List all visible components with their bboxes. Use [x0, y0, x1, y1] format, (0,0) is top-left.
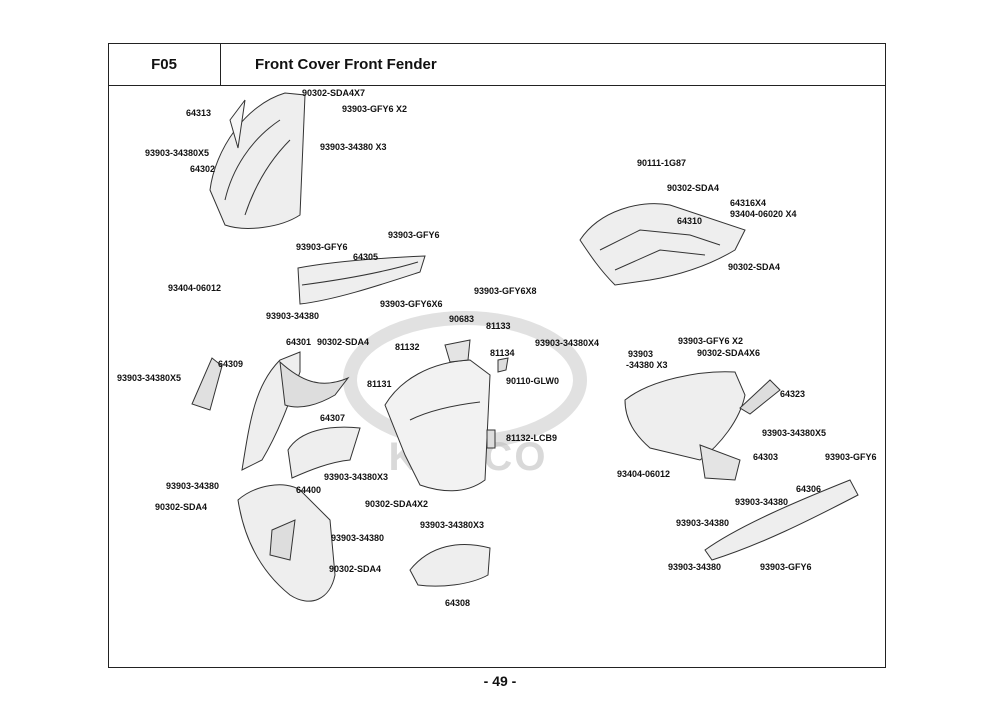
- part-label: 93903-GFY6: [825, 452, 877, 462]
- part-label: 93903-34380X3: [420, 520, 485, 530]
- part-label: 64301: [286, 337, 312, 347]
- part-label: 64307: [320, 413, 346, 423]
- part-64302-inner-panel: [209, 92, 306, 229]
- part-label: 90302-SDA4X7: [302, 88, 366, 98]
- part-label: 90302-SDA4: [667, 183, 720, 193]
- header-row: [108, 43, 886, 86]
- part-64303-side-cover: [624, 371, 746, 481]
- part-label: 90110-GLW0: [506, 376, 560, 386]
- part-label: 64310: [677, 216, 703, 226]
- part-label: 93903-GFY6X6: [380, 299, 443, 309]
- part-label: 93903-34380X5: [145, 148, 210, 158]
- part-label: 90302-SDA4: [155, 502, 208, 512]
- page-number: - 49 -: [483, 673, 517, 689]
- part-label: 90302-SDA4: [317, 337, 370, 347]
- part-label: 81131: [367, 379, 392, 389]
- part-81131-inner-shield: [384, 339, 491, 492]
- part-label: 64306: [796, 484, 822, 494]
- part-64400-front-fender: [237, 484, 336, 602]
- part-label: 64323: [780, 389, 806, 399]
- part-label: 81133: [486, 321, 511, 331]
- section-code: F05: [108, 43, 221, 86]
- part-label: 64308: [445, 598, 471, 608]
- part-64323: [739, 379, 781, 415]
- part-64306-rear-strip: [704, 479, 859, 561]
- part-label: 93903-34380: [266, 311, 320, 321]
- part-label: 93903-34380: [676, 518, 730, 528]
- part-label: 90302-SDA4X2: [365, 499, 429, 509]
- page-title: Front Cover Front Fender: [255, 56, 437, 73]
- part-label: 93903-34380X5: [117, 373, 182, 383]
- part-label: 93903-34380X5: [762, 428, 827, 438]
- part-label: 81134: [490, 348, 515, 358]
- part-label: 93903-34380 X3: [320, 142, 387, 152]
- part-label: 93903-34380: [331, 533, 385, 543]
- part-label: 90111-1G87: [637, 158, 687, 168]
- part-label: 93903-GFY6 X2: [342, 104, 408, 114]
- part-label: 93903-34380: [735, 497, 789, 507]
- part-64309-emblem: [191, 357, 223, 411]
- part-label: 93903-GFY6X8: [474, 286, 537, 296]
- part-64305-side-strip: [297, 255, 426, 305]
- part-label: 90683: [449, 314, 475, 324]
- part-64301-front-cover: [241, 351, 350, 471]
- part-64310-floor-panel: [579, 203, 746, 286]
- part-label: 93903-GFY6 X2: [678, 336, 744, 346]
- part-label: 93903-GFY6: [296, 242, 348, 252]
- part-label: 64309: [218, 359, 244, 369]
- diagram-frame: [108, 43, 886, 668]
- part-81132-lcb9: [486, 429, 496, 449]
- part-label: 64302: [190, 164, 216, 174]
- part-label: 93903-34380X4: [535, 338, 600, 348]
- part-label: 81132: [395, 342, 420, 352]
- part-81134: [497, 357, 509, 373]
- part-label: 93903-GFY6: [388, 230, 440, 240]
- part-label: 93903-34380: [166, 481, 220, 491]
- part-label: 93404-06012: [168, 283, 222, 293]
- part-label: 93903-34380: [668, 562, 722, 572]
- part-label: 64316X4: [730, 198, 767, 208]
- part-label: 64400: [296, 485, 322, 495]
- part-label: 93903-GFY6: [760, 562, 812, 572]
- part-label: 90302-SDA4X6: [697, 348, 761, 358]
- part-label: 93903: [628, 349, 654, 359]
- part-label: 93404-06020 X4: [730, 209, 797, 219]
- part-label: 90302-SDA4: [329, 564, 382, 574]
- part-label: 81132-LCB9: [506, 433, 558, 443]
- part-label: 90302-SDA4: [728, 262, 781, 272]
- part-label: 64313: [186, 108, 212, 118]
- part-64308-lower-cover: [409, 543, 491, 587]
- part-label: 93404-06012: [617, 469, 671, 479]
- part-label: 64303: [753, 452, 779, 462]
- part-64307-lower-inner: [287, 426, 361, 479]
- part-label: 64305: [353, 252, 379, 262]
- part-label: 93903-34380X3: [324, 472, 389, 482]
- part-label: -34380 X3: [626, 360, 668, 370]
